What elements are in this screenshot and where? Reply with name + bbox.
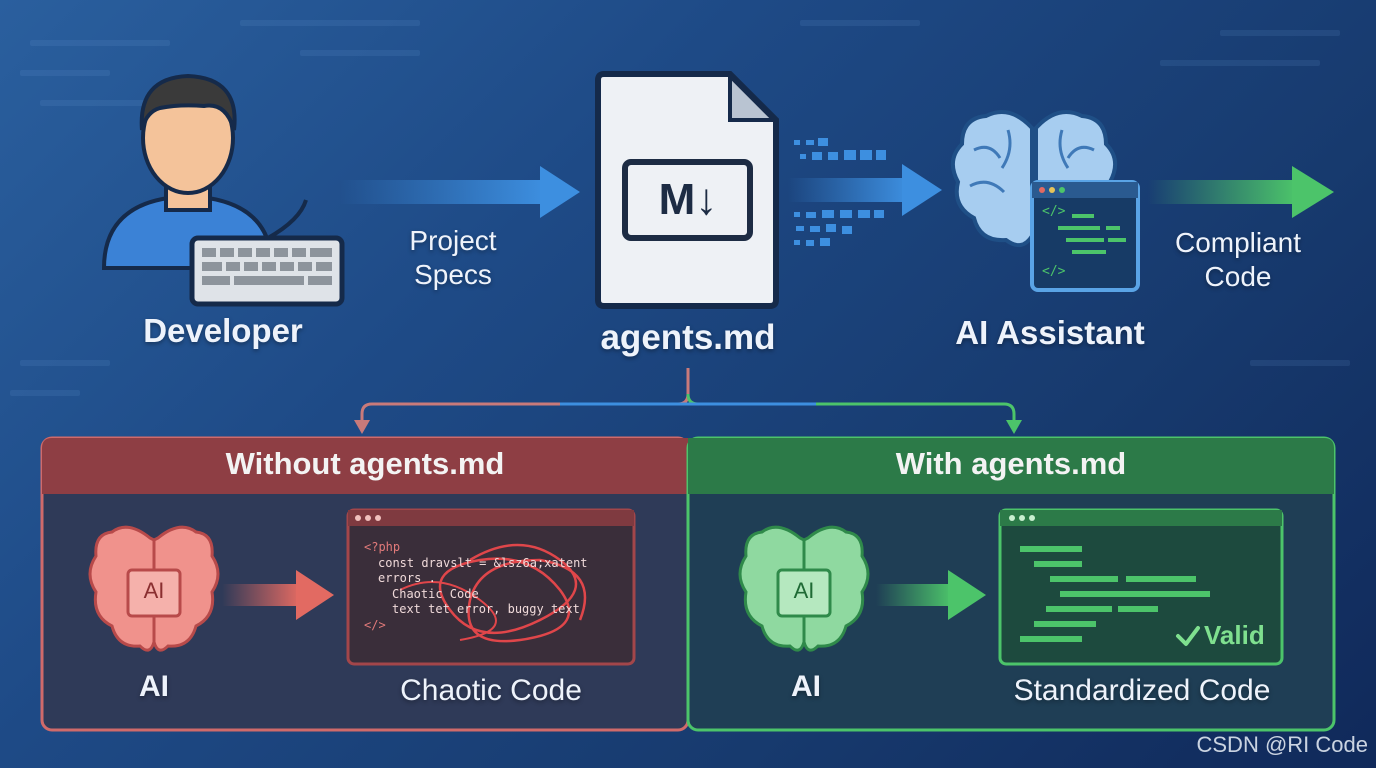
chaotic-code-window [346, 508, 636, 666]
code-line-5: text tet error, buggy text [392, 602, 580, 616]
chaotic-code-text: <?php const dravslt = &lsz6a;xatent erro… [364, 540, 588, 633]
project-specs-label: Project Specs [378, 224, 528, 292]
project-specs-line2: Specs [414, 259, 492, 290]
arrow-green [876, 570, 986, 620]
markdown-file-icon [595, 71, 779, 309]
ai-brain-green-icon [738, 525, 870, 652]
compliant-code-label: Compliant Code [1152, 226, 1324, 294]
code-tag-close-icon: </> [1042, 264, 1066, 279]
code-line-2: const dravslt = &lsz6a;xatent [378, 555, 588, 570]
ai-assistant-label: AI Assistant [955, 314, 1145, 351]
watermark: CSDN @RI Code [1196, 732, 1369, 757]
ai-badge-green: AI [793, 578, 815, 603]
compliant-code-line2: Code [1204, 261, 1272, 292]
ai-brain-red-icon [88, 525, 220, 652]
file-label: agents.md [600, 318, 776, 357]
arrow-developer-to-file [340, 166, 580, 218]
ai-label-right: AI [791, 670, 821, 703]
code-tag-open-icon: </> [1042, 204, 1066, 219]
project-specs-line1: Project [409, 225, 497, 256]
ai-label-left: AI [139, 670, 169, 703]
standardized-code-label: Standardized Code [1013, 674, 1271, 707]
developer-label: Developer [143, 312, 303, 349]
code-line-3: errors . [378, 571, 436, 585]
md-badge: M↓ [658, 175, 718, 224]
arrow-assistant-to-compliant [1148, 166, 1334, 218]
with-panel-title: With agents.md [895, 446, 1127, 481]
checkmark-icon [1176, 626, 1200, 646]
without-panel-title: Without agents.md [225, 446, 505, 481]
standardized-code-window [998, 508, 1284, 666]
code-line-1: <?php [364, 540, 401, 554]
code-window-icon [1030, 180, 1140, 292]
valid-label: Valid [1204, 620, 1265, 650]
arrow-red [222, 570, 334, 620]
compliant-code-line1: Compliant [1174, 227, 1302, 258]
code-line-4: Chaotic Code [392, 586, 479, 601]
ai-badge-red: AI [143, 578, 165, 603]
keyboard-icon [189, 199, 345, 307]
split-connector [354, 368, 1022, 434]
arrow-file-to-assistant [788, 138, 942, 246]
chaotic-code-label: Chaotic Code [400, 674, 582, 707]
code-line-6: </> [364, 617, 386, 632]
